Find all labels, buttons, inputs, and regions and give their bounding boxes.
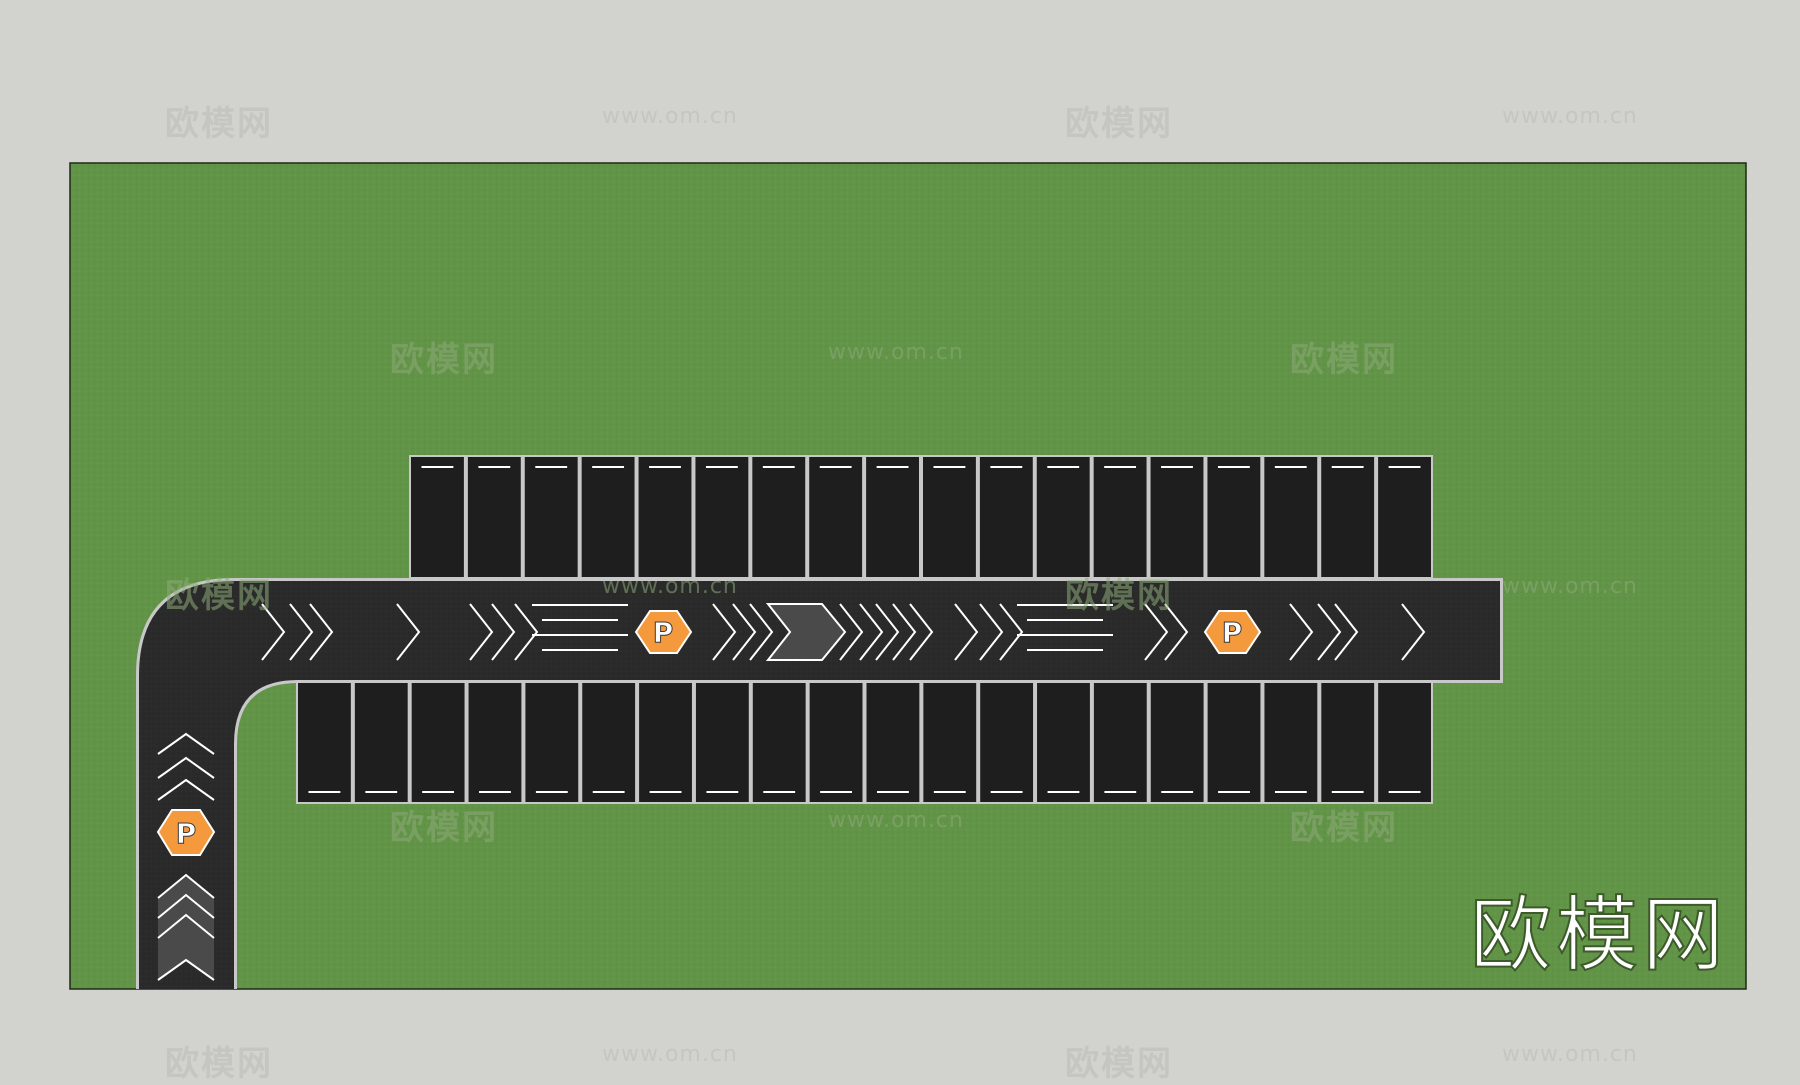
chevron-arrow-icon (157, 873, 215, 899)
chevron-arrow-icon (875, 603, 900, 661)
chevron-arrow-icon (909, 603, 934, 661)
parking-bay (1207, 676, 1261, 802)
parking-bay (752, 676, 806, 802)
chevron-arrow-icon (157, 778, 215, 801)
parking-bay (752, 457, 806, 577)
chevron-arrow-icon (954, 603, 979, 661)
chevron-arrow-icon (157, 756, 215, 779)
chevron-arrow-icon (261, 603, 286, 661)
chevron-arrow-icon (157, 913, 215, 939)
parking-bay (1150, 676, 1204, 802)
chevron-arrow-icon (732, 603, 757, 661)
chevron-arrow-icon (158, 875, 214, 980)
parking-sign-letter: P (176, 817, 197, 850)
parking-bay (809, 457, 863, 577)
parking-bay (1093, 457, 1147, 577)
chevron-arrow-icon (765, 603, 847, 661)
bottom-parking-bays (298, 676, 1431, 802)
brand-logo: 欧模网 (1469, 887, 1729, 984)
driveway-curb (136, 578, 1503, 989)
parking-bay (979, 457, 1033, 577)
parking-bay (525, 676, 579, 802)
parking-bay (467, 457, 521, 577)
parking-bay (1150, 457, 1204, 577)
parking-bay (411, 676, 465, 802)
parking-bay (923, 676, 977, 802)
parking-bay (1321, 457, 1375, 577)
chevron-arrow-icon (892, 603, 917, 661)
parking-bay (354, 676, 408, 802)
chevron-arrow-icon (1289, 603, 1314, 661)
parking-bay (1264, 457, 1318, 577)
chevron-arrow-icon (1401, 603, 1426, 661)
chevron-arrow-icon (491, 603, 516, 661)
bottom-bay-area (296, 674, 1433, 804)
parking-bay (809, 676, 863, 802)
chevron-arrow-icon (979, 603, 1004, 661)
chevron-arrow-icon (157, 732, 215, 755)
chevron-arrow-icon (1164, 603, 1189, 661)
parking-bay (582, 676, 636, 802)
parking-sign-icon: P (634, 610, 693, 654)
parking-bay (1321, 676, 1375, 802)
parking-bay (581, 457, 635, 577)
parking-bay (923, 457, 976, 577)
chevron-arrow-icon (1317, 603, 1342, 661)
vertical-road-markings (157, 732, 215, 981)
parking-sign-letter: P (1222, 616, 1243, 649)
road-markings (261, 603, 1426, 661)
chevron-arrow-icon (514, 603, 539, 661)
parking-bay (298, 676, 351, 802)
parking-bay (1037, 676, 1090, 802)
chevron-arrow-icon (1334, 603, 1359, 661)
chevron-arrow-icon (1144, 603, 1169, 661)
parking-bay (1093, 676, 1147, 802)
parking-bay (1264, 676, 1318, 802)
chevron-arrow-icon (859, 603, 884, 661)
chevron-arrow-icon (469, 603, 494, 661)
parking-bay (638, 457, 692, 577)
chevron-arrow-icon (157, 958, 215, 981)
parking-bay (1207, 457, 1261, 577)
parking-bay (411, 457, 464, 577)
chevron-arrow-icon (289, 603, 314, 661)
chevron-arrow-icon (749, 603, 774, 661)
parking-bay (1378, 676, 1431, 802)
parking-bay (866, 676, 920, 802)
parking-bay (695, 676, 749, 802)
chevron-arrow-icon (839, 603, 864, 661)
chevron-arrow-icon (712, 603, 737, 661)
parking-sign-icon: P (156, 809, 216, 856)
parking-bay (866, 457, 919, 577)
parking-sign-icon: P (1203, 610, 1262, 654)
parking-sign-letter: P (653, 616, 674, 649)
parking-bay (524, 457, 578, 577)
top-bay-area (409, 455, 1433, 579)
chevron-arrow-icon (999, 603, 1024, 661)
parking-bay (468, 676, 522, 802)
parking-bay (1378, 457, 1431, 577)
chevron-arrow-icon (396, 603, 421, 661)
parking-bay (1036, 457, 1090, 577)
chevron-arrow-icon (157, 893, 215, 919)
parking-bay (980, 676, 1034, 802)
parking-bay (695, 457, 749, 577)
top-parking-bays (411, 457, 1431, 577)
parking-bay (639, 676, 692, 802)
chevron-arrow-icon (309, 603, 334, 661)
